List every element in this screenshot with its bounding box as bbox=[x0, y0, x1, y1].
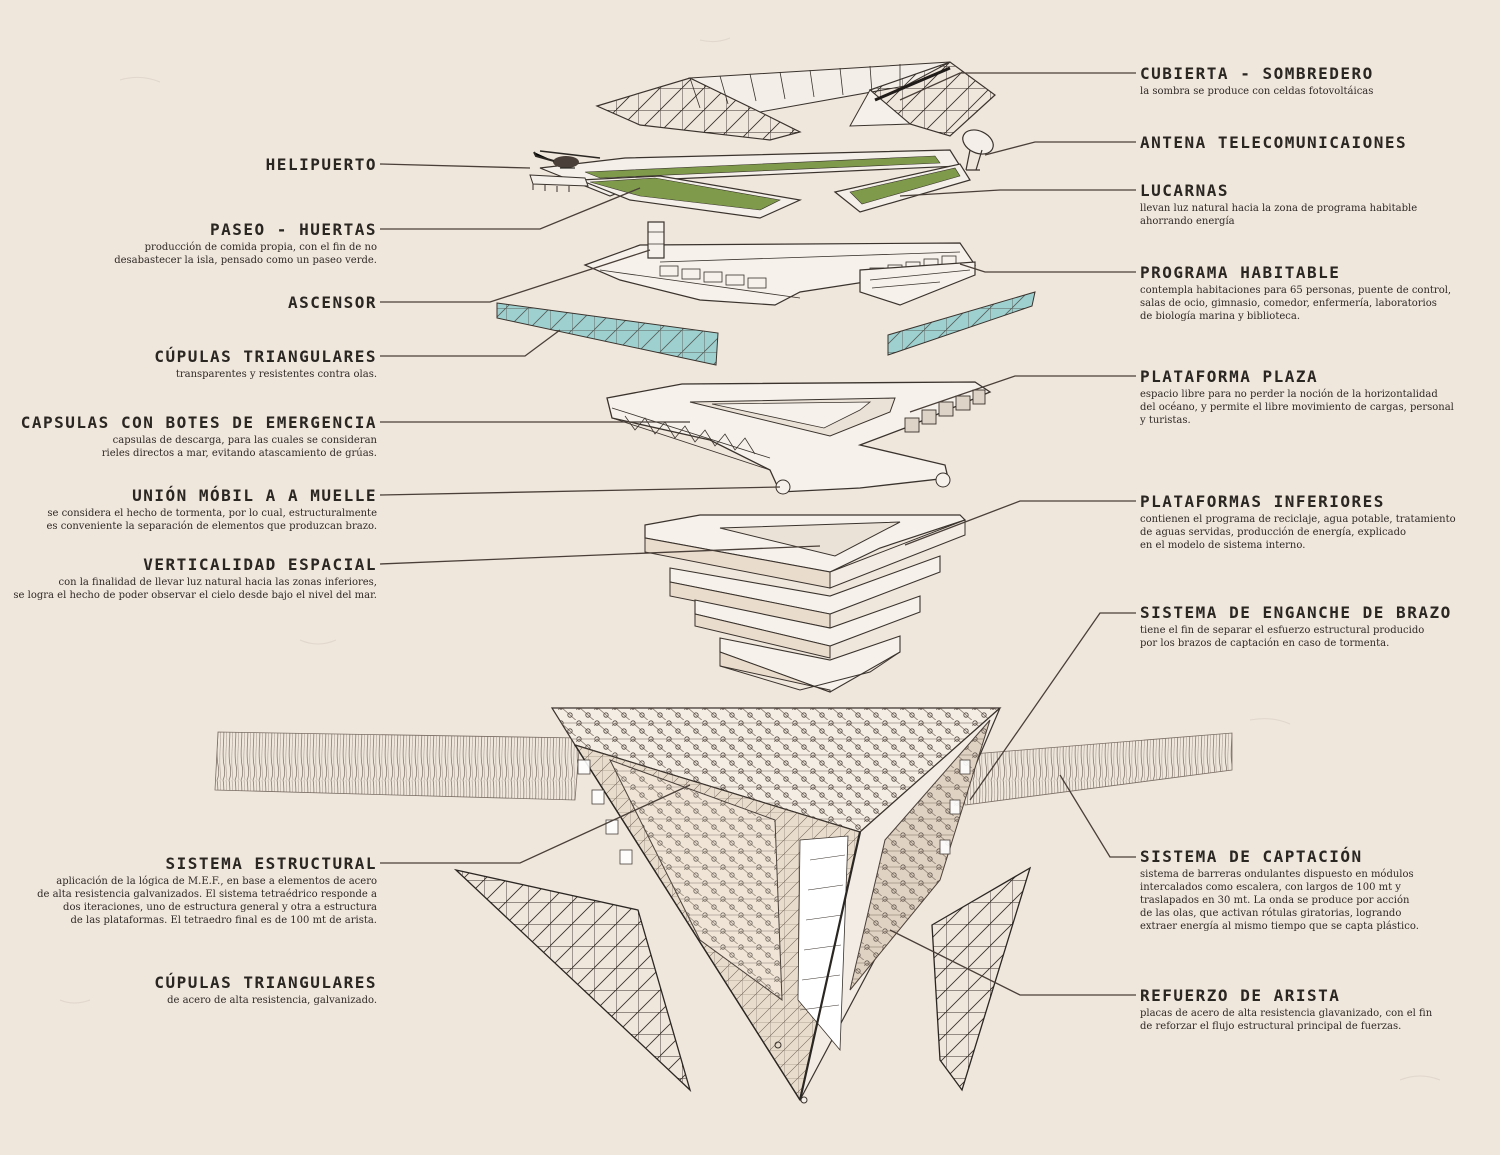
label-desc: producción de comida propia, con el fin … bbox=[114, 242, 377, 266]
leader-line bbox=[380, 784, 691, 864]
label-capsulas-emergencia: CAPSULAS CON BOTES DE EMERGENCIA capsula… bbox=[21, 414, 377, 460]
leader-lines bbox=[379, 72, 1136, 996]
label-cupulas-transparentes: CÚPULAS TRIANGULARES transparentes y res… bbox=[154, 348, 377, 381]
label-lucarnas: LUCARNAS llevan luz natural hacia la zon… bbox=[1140, 182, 1417, 228]
glass-panels bbox=[496, 291, 1036, 366]
label-cupulas-acero: CÚPULAS TRIANGULARES de acero de alta re… bbox=[154, 974, 377, 1007]
label-desc: tiene el fin de separar el esfuerzo estr… bbox=[1140, 625, 1425, 649]
label-sistema-estructural: SISTEMA ESTRUCTURAL aplicación de la lóg… bbox=[37, 855, 377, 927]
leader-line bbox=[380, 249, 651, 303]
label-desc: la sombra se produce con celdas fotovolt… bbox=[1140, 86, 1374, 97]
label-title: CÚPULAS TRIANGULARES bbox=[154, 973, 377, 992]
label-title: VERTICALIDAD ESPACIAL bbox=[143, 555, 377, 574]
leader-line bbox=[969, 612, 1136, 801]
label-cubierta: CUBIERTA - SOMBREDERO la sombra se produ… bbox=[1140, 65, 1374, 98]
leader-line bbox=[380, 329, 561, 357]
label-desc: sistema de barreras ondulantes dispuesto… bbox=[1140, 869, 1419, 932]
label-title: PLATAFORMA PLAZA bbox=[1140, 367, 1319, 386]
label-desc: llevan luz natural hacia la zona de prog… bbox=[1140, 203, 1418, 227]
leader-line bbox=[904, 500, 1136, 546]
roof-canopy bbox=[595, 61, 996, 141]
label-ascensor: ASCENSOR bbox=[288, 294, 377, 312]
label-title: UNIÓN MÓBIL A A MUELLE bbox=[132, 486, 377, 505]
label-title: CUBIERTA - SOMBREDERO bbox=[1140, 64, 1374, 83]
lower-platforms bbox=[644, 514, 967, 693]
label-desc: placas de acero de alta resistencia glav… bbox=[1140, 1008, 1433, 1032]
leader-line bbox=[984, 141, 1136, 156]
leader-line bbox=[909, 375, 1136, 413]
label-title: SISTEMA ESTRUCTURAL bbox=[165, 854, 377, 873]
helicopter-icon bbox=[533, 150, 601, 169]
label-verticalidad-espacial: VERTICALIDAD ESPACIAL con la finalidad d… bbox=[13, 556, 377, 602]
label-refuerzo-arista: REFUERZO DE ARISTA placas de acero de al… bbox=[1140, 987, 1432, 1033]
label-desc: se considera el hecho de tormenta, por l… bbox=[46, 508, 378, 532]
label-plataforma-plaza: PLATAFORMA PLAZA espacio libre para no p… bbox=[1140, 368, 1454, 427]
plaza-platform bbox=[606, 381, 992, 495]
wave-capture-barriers bbox=[214, 731, 1233, 806]
label-plataformas-inferiores: PLATAFORMAS INFERIORES contienen el prog… bbox=[1140, 493, 1456, 552]
label-title: PASEO - HUERTAS bbox=[210, 220, 377, 239]
label-title: ANTENA TELECOMUNICAIONES bbox=[1140, 133, 1408, 152]
label-sistema-captacion: SISTEMA DE CAPTACIÓN sistema de barreras… bbox=[1140, 848, 1419, 933]
label-title: ASCENSOR bbox=[287, 293, 377, 312]
label-desc: contempla habitaciones para 65 personas,… bbox=[1140, 285, 1452, 322]
label-title: CÚPULAS TRIANGULARES bbox=[154, 347, 377, 366]
leader-line bbox=[889, 929, 1136, 996]
antenna-dish bbox=[962, 129, 994, 171]
label-antena: ANTENA TELECOMUNICAIONES bbox=[1140, 134, 1407, 152]
label-desc: aplicación de la lógica de M.E.F., en ba… bbox=[37, 876, 377, 926]
leader-line bbox=[379, 486, 781, 496]
label-union-muelle: UNIÓN MÓBIL A A MUELLE se considera el h… bbox=[47, 487, 378, 533]
tetrahedron-structure bbox=[550, 707, 1002, 1104]
label-title: CAPSULAS CON BOTES DE EMERGENCIA bbox=[20, 413, 377, 432]
habitable-program-level bbox=[583, 221, 977, 306]
leader-line bbox=[959, 263, 1136, 273]
label-paseo-huertas: PASEO - HUERTAS producción de comida pro… bbox=[114, 221, 377, 267]
steel-triangular-domes bbox=[453, 866, 1032, 1093]
label-title: PROGRAMA HABITABLE bbox=[1140, 263, 1341, 282]
leader-line bbox=[1059, 774, 1136, 858]
label-desc: con la finalidad de llevar luz natural h… bbox=[13, 577, 377, 601]
label-desc: capsulas de descarga, para las cuales se… bbox=[101, 435, 377, 459]
label-desc: de acero de alta resistencia, galvanizad… bbox=[167, 995, 377, 1006]
label-title: SISTEMA DE ENGANCHE DE BRAZO bbox=[1140, 603, 1452, 622]
label-title: SISTEMA DE CAPTACIÓN bbox=[1140, 847, 1363, 866]
label-desc: espacio libre para no perder la noción d… bbox=[1140, 389, 1454, 426]
label-title: REFUERZO DE ARISTA bbox=[1140, 986, 1341, 1005]
green-roof-deck bbox=[529, 149, 971, 219]
label-title: HELIPUERTO bbox=[265, 155, 377, 174]
paper-texture bbox=[59, 37, 1441, 1081]
label-enganche-brazo: SISTEMA DE ENGANCHE DE BRAZO tiene el fi… bbox=[1140, 604, 1452, 650]
label-desc: transparentes y resistentes contra olas. bbox=[175, 369, 377, 380]
leader-line bbox=[379, 163, 531, 169]
leader-line bbox=[379, 545, 821, 565]
leader-line bbox=[899, 72, 1136, 101]
label-title: PLATAFORMAS INFERIORES bbox=[1140, 492, 1385, 511]
label-title: LUCARNAS bbox=[1140, 181, 1230, 200]
label-programa-habitable: PROGRAMA HABITABLE contempla habitacione… bbox=[1140, 264, 1451, 323]
label-helipuerto: HELIPUERTO bbox=[266, 156, 377, 174]
label-desc: contienen el programa de reciclaje, agua… bbox=[1140, 514, 1456, 551]
leader-line bbox=[380, 187, 641, 230]
leader-line bbox=[899, 189, 1136, 197]
